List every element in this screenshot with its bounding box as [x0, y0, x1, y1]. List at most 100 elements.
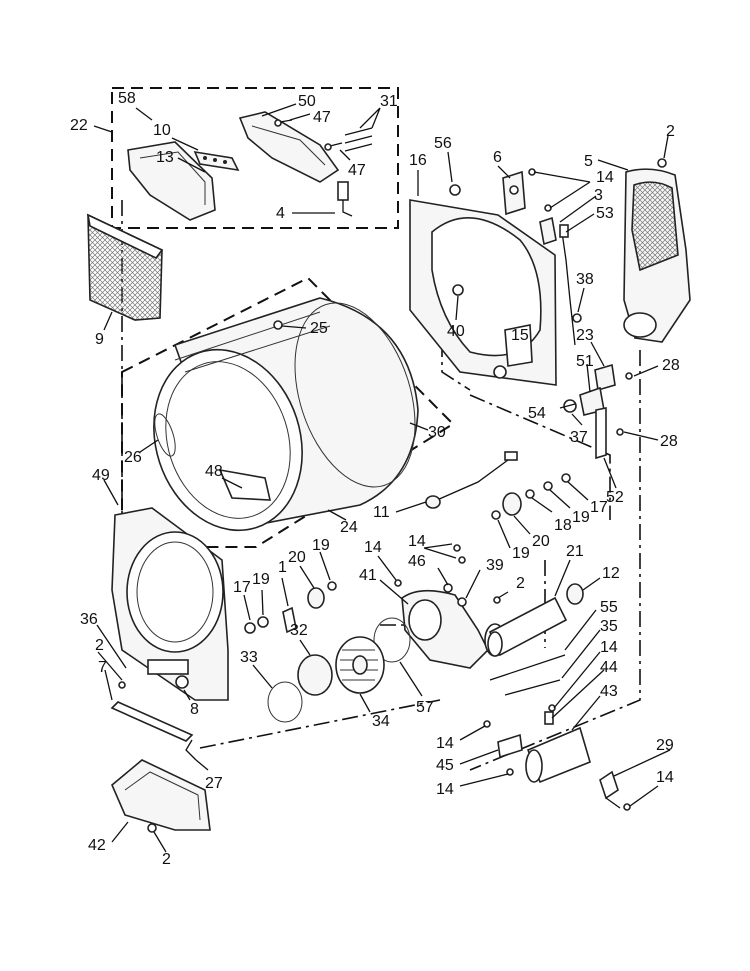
label-14c: 14	[408, 533, 426, 550]
label-4: 4	[276, 205, 285, 222]
label-12: 12	[602, 565, 620, 582]
pulley-part-20b	[307, 587, 325, 609]
label-28b: 28	[660, 433, 678, 450]
label-14f: 14	[436, 781, 454, 798]
label-55: 55	[600, 599, 618, 616]
roller-part-8	[175, 675, 189, 689]
bracket-part-45	[497, 733, 523, 759]
label-17b: 17	[233, 579, 251, 596]
washer-part-19a	[543, 481, 553, 491]
drum-belt-part-26	[154, 413, 176, 457]
label-37: 37	[570, 429, 588, 446]
label-34: 34	[372, 713, 390, 730]
label-28a: 28	[662, 357, 680, 374]
label-21: 21	[566, 543, 584, 560]
heater-tube-part-21	[487, 596, 568, 657]
washer-part-19c	[257, 616, 269, 628]
label-20a: 20	[532, 533, 550, 550]
label-49: 49	[92, 467, 110, 484]
connector-part-4	[337, 181, 353, 217]
axle-part-1	[282, 606, 297, 634]
blower-housing-part-41	[401, 589, 506, 669]
leader-lines	[93, 103, 671, 853]
label-54: 54	[528, 405, 546, 422]
label-25: 25	[310, 320, 328, 337]
label-31: 31	[380, 93, 398, 110]
gasket-part-57	[373, 617, 411, 663]
heater-duct-part-5	[623, 168, 691, 343]
bracket-part-52	[595, 407, 607, 460]
label-27: 27	[205, 775, 223, 792]
washer-part-17b	[244, 622, 256, 634]
part-number-labels: 58 22 10 13 50 47 31 47 4 9 25 30 26 48 …	[70, 90, 680, 868]
label-48: 48	[205, 463, 223, 480]
label-53: 53	[596, 205, 614, 222]
label-14b: 14	[364, 539, 382, 556]
wire-part-35	[504, 679, 561, 696]
screw-part-39	[457, 597, 467, 607]
igniter-part-29	[599, 770, 621, 809]
ring-part-33	[267, 681, 303, 723]
slide-bar-part-7	[110, 701, 194, 742]
label-14d: 14	[600, 639, 618, 656]
label-14g: 14	[656, 769, 674, 786]
clip-part-19b	[491, 510, 501, 520]
pulley-part-20a	[502, 492, 522, 516]
label-41: 41	[359, 567, 377, 584]
label-42: 42	[88, 837, 106, 854]
label-10: 10	[153, 122, 171, 139]
label-2c: 2	[95, 637, 104, 654]
screws-misc	[118, 168, 633, 811]
screw-part-46	[443, 583, 453, 593]
washer-part-17a	[561, 473, 571, 483]
label-19c: 19	[252, 571, 270, 588]
label-47b: 47	[348, 162, 366, 179]
label-11: 11	[373, 504, 390, 521]
label-1: 1	[278, 559, 287, 576]
label-29: 29	[656, 737, 674, 754]
label-7: 7	[98, 659, 107, 676]
label-19a: 19	[572, 509, 590, 526]
label-2a: 2	[666, 123, 675, 140]
label-44: 44	[600, 659, 618, 676]
label-39: 39	[486, 557, 504, 574]
label-43: 43	[600, 683, 618, 700]
thermostat-part-23	[594, 363, 616, 392]
sensor-lead-part-11	[425, 451, 518, 509]
label-2b: 2	[516, 575, 525, 592]
label-56: 56	[434, 135, 452, 152]
label-47a: 47	[313, 109, 331, 126]
label-5: 5	[584, 153, 593, 170]
screw-part-2-top	[657, 158, 667, 168]
label-19b: 19	[512, 545, 530, 562]
label-13: 13	[156, 149, 174, 166]
wire-part-27	[185, 739, 197, 761]
duct-part-13	[127, 141, 216, 221]
label-57: 57	[416, 699, 434, 716]
label-32: 32	[290, 622, 308, 639]
label-46: 46	[408, 553, 426, 570]
blower-wheel-part-34	[335, 636, 385, 694]
label-14e: 14	[436, 735, 454, 752]
label-26: 26	[124, 449, 142, 466]
label-33: 33	[240, 649, 258, 666]
label-50: 50	[298, 93, 316, 110]
label-15: 15	[511, 327, 529, 344]
label-9: 9	[95, 331, 104, 348]
label-14a: 14	[596, 169, 614, 186]
label-2d: 2	[162, 851, 171, 868]
duct-part-50	[238, 111, 340, 183]
seal-part-32	[297, 654, 333, 696]
label-22: 22	[70, 117, 88, 134]
harness-part-53	[559, 224, 576, 346]
burner-part-43	[525, 726, 591, 784]
label-8: 8	[190, 701, 199, 718]
bracket-part-44	[544, 711, 554, 725]
screw-part-2-bottom	[147, 823, 157, 833]
label-6: 6	[493, 149, 502, 166]
label-20b: 20	[288, 549, 306, 566]
label-38: 38	[576, 271, 594, 288]
cap-part-12	[566, 583, 584, 605]
washer-part-18	[525, 489, 535, 499]
